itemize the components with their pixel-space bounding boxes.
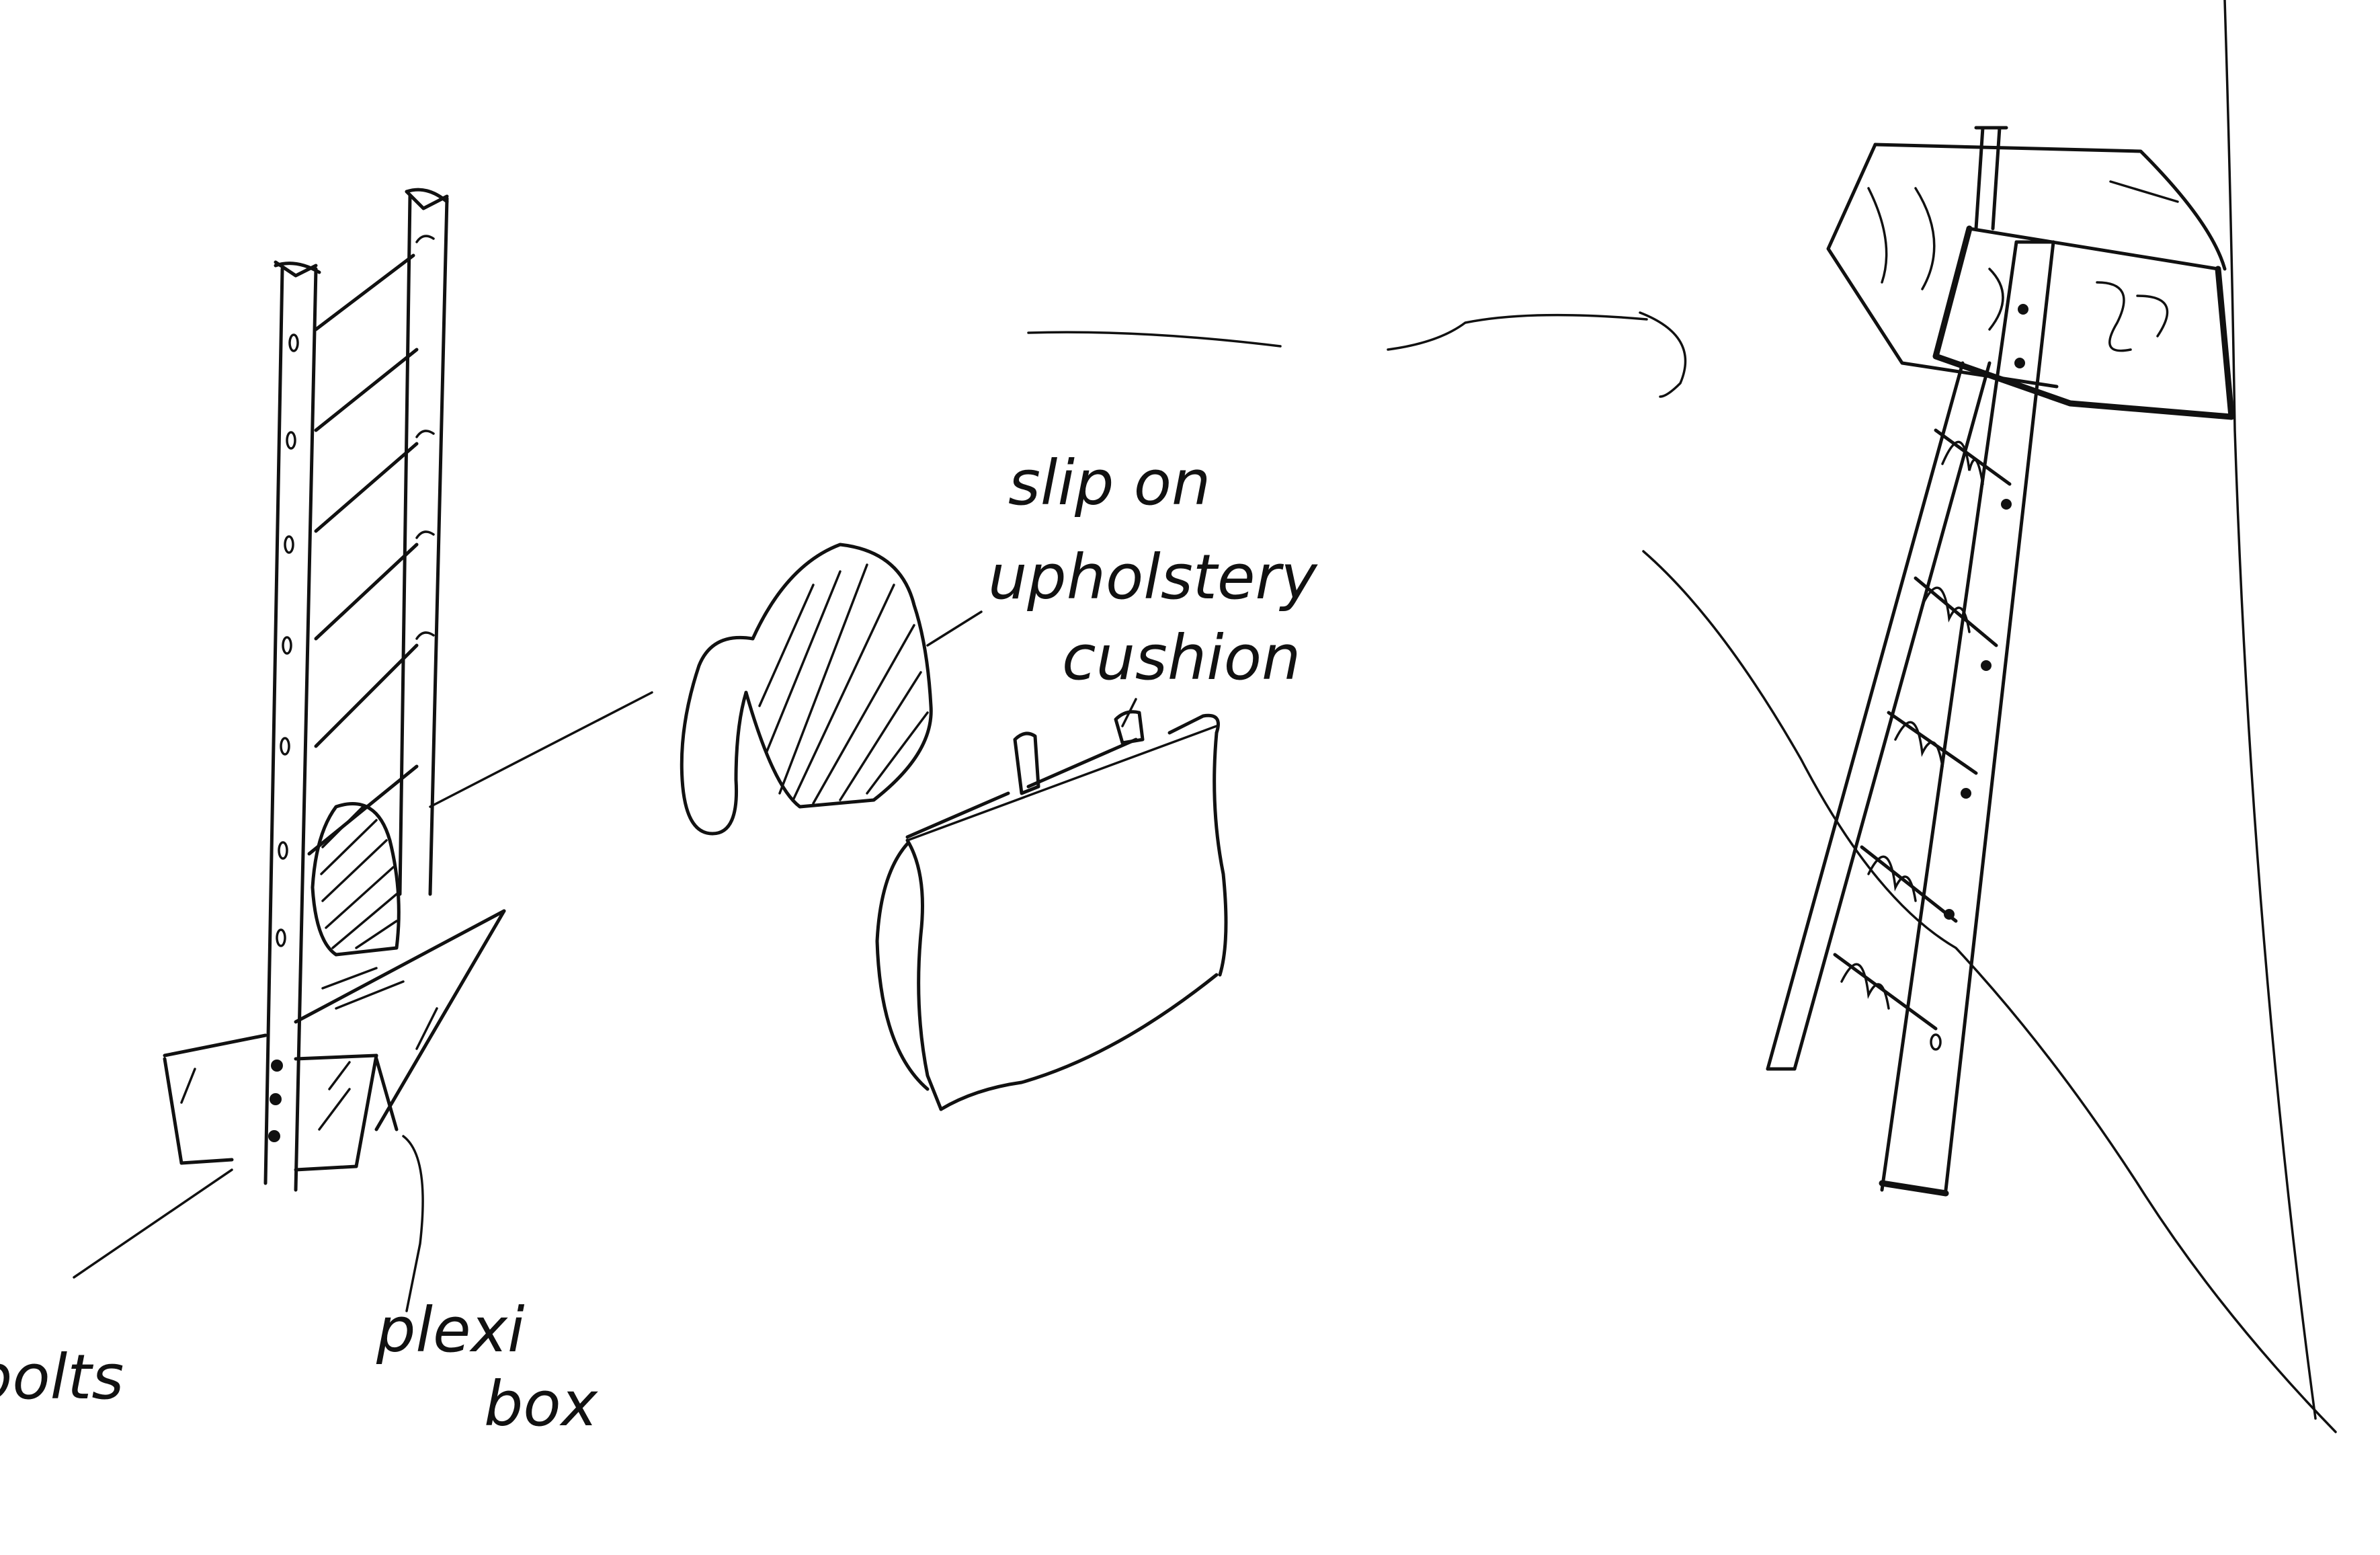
handwritten-labels: slip on upholstery cushion bolts plexi b… — [0, 447, 1318, 1440]
left-rail-holes — [268, 333, 299, 1142]
ladder-with-plexi-box — [73, 188, 653, 1312]
label-cushion: cushion — [1062, 622, 1301, 694]
label-bolts: bolts — [0, 1341, 124, 1413]
transform-arrow — [1027, 311, 1687, 398]
label-slip-on: slip on — [1008, 447, 1210, 519]
label-plexi: plexi — [376, 1294, 525, 1366]
box-cushion — [875, 710, 1228, 1111]
wall-line — [2223, 0, 2317, 1420]
upholstery-cushion-drawing — [680, 543, 1228, 1111]
leaning-ladder-with-box — [1642, 0, 2337, 1433]
cushion-label-leader — [926, 610, 983, 647]
top-plexi-box — [1826, 143, 2235, 420]
small-cushion-on-ladder — [311, 802, 401, 957]
label-box: box — [484, 1368, 599, 1440]
leaning-ladder-rails — [1766, 126, 2055, 1197]
right-ladder-rail — [398, 188, 449, 896]
cushion-roll — [680, 543, 933, 836]
leaning-ladder-rungs — [1833, 428, 2012, 1031]
left-leader-lines — [73, 691, 653, 1312]
label-upholstery: upholstery — [988, 541, 1318, 613]
plexi-box — [163, 909, 506, 1172]
ladder-rungs — [307, 235, 435, 856]
left-ladder-rail — [263, 260, 321, 1192]
floor-line — [1642, 550, 2337, 1433]
